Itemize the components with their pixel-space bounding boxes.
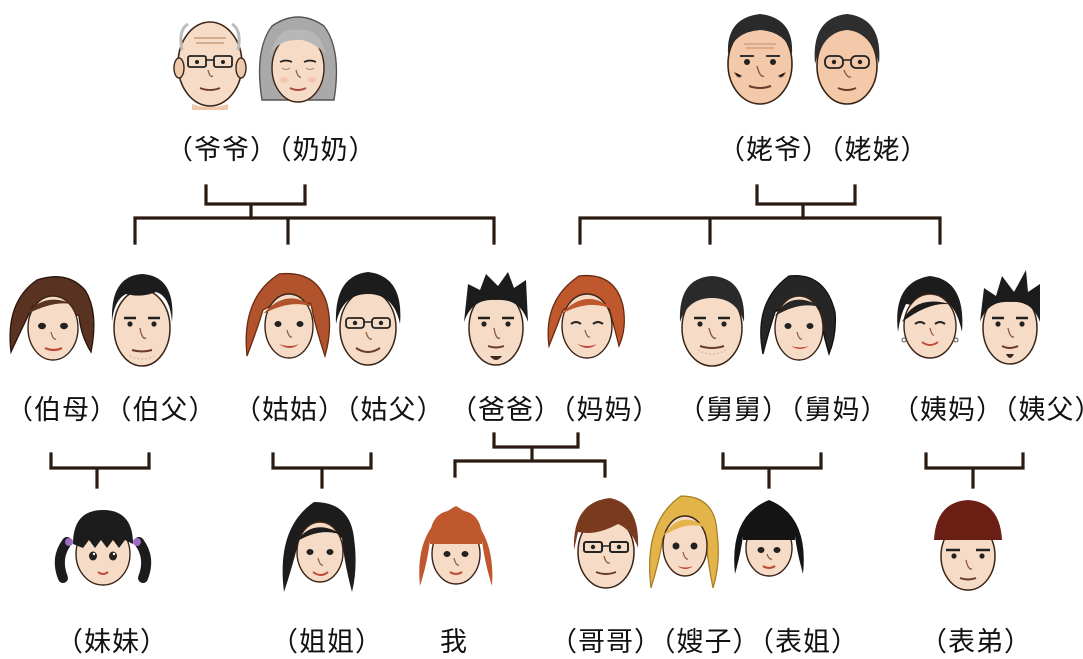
gugu-avatar: [245, 272, 331, 359]
meimei-avatar: [54, 510, 152, 586]
biaojie-avatar: [734, 500, 804, 577]
connector-lines: [49, 184, 1025, 489]
jiu-family-bracket: [721, 452, 823, 489]
maternal-grandpa-avatar: [727, 14, 793, 105]
jiejie-avatar: [282, 502, 356, 592]
grandpa-avatar: [173, 21, 247, 110]
label-me: 我: [440, 627, 468, 658]
me-avatar: [419, 506, 493, 586]
jiujiu-avatar: [679, 276, 745, 367]
baba-avatar: [464, 272, 528, 366]
maternal-children-bar: [578, 216, 942, 245]
gufu-avatar: [335, 272, 401, 366]
saozi-avatar: [649, 495, 719, 589]
label-younger-sister: （妹妹）: [56, 627, 168, 658]
label-parents: （爸爸）（妈妈）: [450, 395, 661, 426]
label-bo-family: （伯母）（伯父）: [6, 395, 217, 426]
label-brother-sil-cousin: （哥哥）（嫂子）（表姐）: [550, 627, 859, 658]
label-younger-cousin: （表弟）: [920, 627, 1032, 658]
label-older-sister: （姐姐）: [271, 627, 383, 658]
label-gu-family: （姑姑）（姑父）: [234, 395, 445, 426]
maternal-grandparents-bracket: [755, 184, 857, 220]
biaodi-avatar: [934, 500, 1002, 591]
maternal-grandma-avatar: [814, 14, 880, 105]
yima-avatar: [897, 276, 963, 359]
mama-avatar: [547, 274, 625, 359]
label-yi-family: （姨妈）（姨父）: [892, 395, 1083, 426]
parents-bracket: [453, 432, 607, 478]
paternal-grandparents-bracket: [204, 184, 307, 220]
label-jiu-family: （舅舅）（舅妈）: [678, 395, 889, 426]
paternal-children-bar: [133, 216, 496, 245]
grandma-avatar: [258, 16, 338, 103]
bo-family-bracket: [49, 452, 151, 489]
label-grandparents-paternal: （爷爷）（奶奶）: [166, 135, 377, 166]
bomu-avatar: [9, 276, 95, 361]
gege-avatar: [573, 498, 639, 589]
yifu-avatar: [980, 270, 1040, 365]
jiuma-avatar: [760, 275, 837, 361]
gu-family-bracket: [271, 452, 373, 489]
bofu-avatar: [111, 274, 173, 367]
yi-family-bracket: [924, 452, 1025, 489]
label-grandparents-maternal: （姥爷）（姥姥）: [718, 135, 929, 166]
